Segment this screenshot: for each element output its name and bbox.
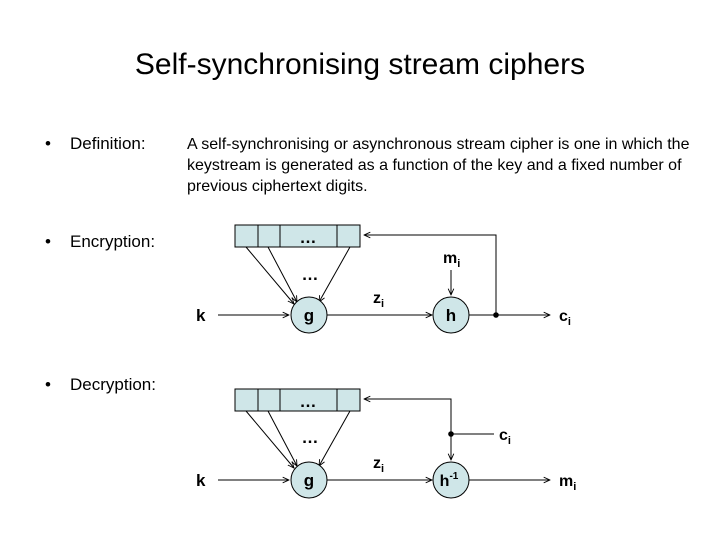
h-inverse-label: h-1 xyxy=(440,471,459,490)
bullet-dot: • xyxy=(45,232,51,251)
encryption-diagram: … … k g zi h mi ci xyxy=(196,224,571,334)
plaintext-label: mi xyxy=(559,473,576,493)
ciphertext-label: ci xyxy=(559,308,571,328)
bullet-dot: • xyxy=(45,134,51,153)
key-label: k xyxy=(196,471,206,490)
h-label: h xyxy=(446,306,456,325)
decryption-diagram: … … k g zi h-1 ci mi xyxy=(196,388,576,499)
encryption-label: Encryption: xyxy=(70,232,156,251)
shift-register: … xyxy=(234,224,361,248)
decryption-label: Decryption: xyxy=(70,375,156,394)
definition-text: A self-synchronising or asynchronous str… xyxy=(187,136,690,195)
plaintext-label: mi xyxy=(443,250,460,270)
ciphertext-label: ci xyxy=(499,427,511,447)
g-label: g xyxy=(304,306,314,325)
page-title: Self-synchronising stream ciphers xyxy=(134,48,586,81)
register-dots: … xyxy=(300,392,317,411)
keystream-label: zi xyxy=(373,290,384,310)
g-label: g xyxy=(304,471,314,490)
ellipsis-dots: … xyxy=(302,428,319,447)
shift-register: … xyxy=(234,388,361,412)
ellipsis-dots: … xyxy=(302,265,319,284)
key-label: k xyxy=(196,306,206,325)
keystream-label: zi xyxy=(373,455,384,475)
bullet-dot: • xyxy=(45,375,51,394)
definition-label: Definition: xyxy=(70,134,146,153)
register-dots: … xyxy=(300,228,317,247)
